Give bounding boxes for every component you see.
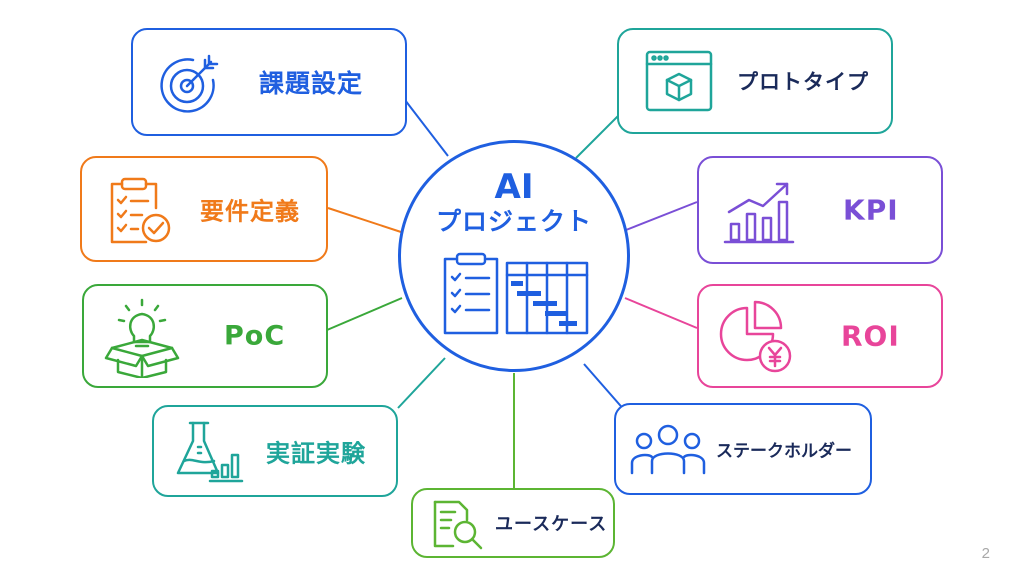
- node-roi-label: ROI: [841, 319, 900, 353]
- hub-title: AI: [494, 167, 534, 207]
- browser-cube-icon: [645, 50, 713, 112]
- connector-poc: [326, 297, 403, 331]
- node-issue-label: 課題設定: [259, 69, 364, 98]
- node-experiment-label: 実証実験: [266, 439, 366, 468]
- node-roi: ROI: [697, 284, 943, 388]
- connector-issue: [404, 99, 449, 157]
- node-kpi: KPI: [697, 156, 943, 264]
- node-stakeholder: ステークホルダー: [614, 403, 872, 495]
- node-requirements-label: 要件定義: [200, 197, 300, 226]
- node-issue-setting: 課題設定: [131, 28, 407, 136]
- connector-requirements: [327, 207, 402, 233]
- checklist-gantt-icon: [443, 252, 589, 335]
- node-poc-label: PoC: [224, 320, 286, 352]
- node-usecase-label: ユースケース: [495, 514, 608, 535]
- node-usecase: ユースケース: [411, 488, 615, 558]
- flask-chart-icon: [176, 421, 244, 483]
- node-stakeholder-label: ステークホルダー: [716, 441, 852, 462]
- connector-roi: [624, 297, 698, 329]
- lightbulb-box-icon: [104, 298, 180, 378]
- node-kpi-label: KPI: [843, 193, 899, 227]
- node-poc: PoC: [82, 284, 328, 388]
- target-arrow-icon: [160, 54, 219, 113]
- node-prototype-label: プロトタイプ: [737, 70, 869, 94]
- connector-kpi: [625, 201, 698, 231]
- connector-prototype: [575, 111, 623, 159]
- clipboard-check-icon: [110, 177, 171, 244]
- center-hub: AI プロジェクト: [398, 140, 630, 372]
- connector-stakeholder: [583, 363, 627, 413]
- people-group-icon: [630, 424, 706, 475]
- connector-experiment: [397, 357, 446, 409]
- node-experiment: 実証実験: [152, 405, 398, 497]
- page-number: 2: [981, 545, 990, 562]
- document-search-icon: [433, 500, 483, 550]
- hub-subtitle: プロジェクト: [435, 207, 592, 236]
- node-requirements: 要件定義: [80, 156, 328, 262]
- node-prototype: プロトタイプ: [617, 28, 893, 134]
- growth-chart-icon: [723, 182, 795, 244]
- pie-yen-icon: [719, 300, 792, 373]
